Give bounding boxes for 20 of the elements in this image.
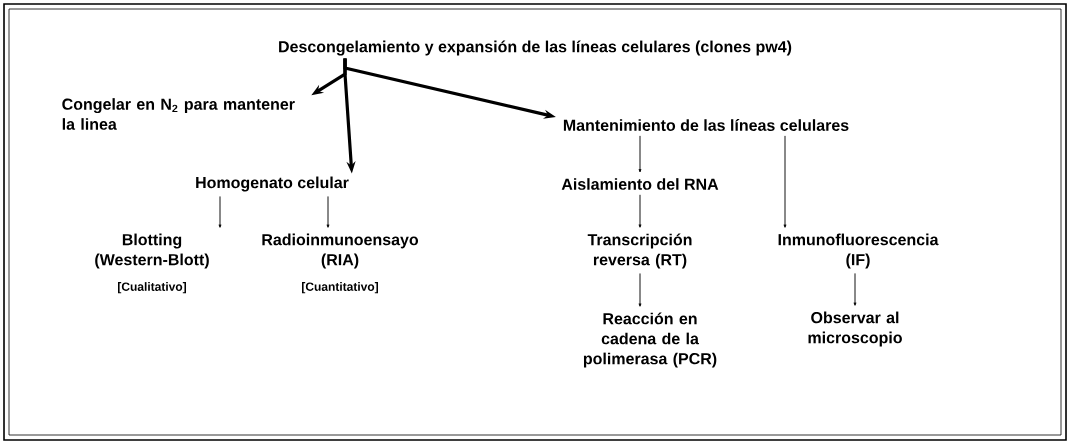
step-text: Mantenimiento de las líneas celulares	[563, 119, 849, 131]
note-text: [Cuantitativo]	[302, 282, 378, 294]
arrow	[783, 135, 787, 228]
step-text: Aislamiento del RNA	[561, 178, 719, 190]
step-text: Radioinmunoensayo (RIA)	[262, 233, 419, 269]
step-text: Blotting (Western-Blott)	[95, 233, 209, 269]
step-text: Descongelamiento y expansión de las líneas celulares (clones pw4)	[279, 40, 792, 56]
step-text: Inmunofluorescencia (IF)	[778, 233, 939, 269]
step-text: Observar al microscopio	[808, 311, 902, 347]
step-text: Homogenato celular	[196, 176, 349, 192]
step-text: Congelar en N$_{2}$ para mantener la linea	[62, 98, 295, 130]
arrow	[638, 273, 642, 307]
arrow	[638, 135, 642, 173]
arrow	[853, 272, 857, 306]
step-text: Transcripción reversa (RT)	[587, 233, 692, 269]
arrow	[638, 194, 642, 228]
arrow	[326, 195, 330, 228]
note-text: [Cualitativo]	[118, 282, 186, 294]
step-text: Reacción en cadena de la polimerasa (PCR)	[583, 312, 717, 368]
arrow	[218, 195, 222, 228]
